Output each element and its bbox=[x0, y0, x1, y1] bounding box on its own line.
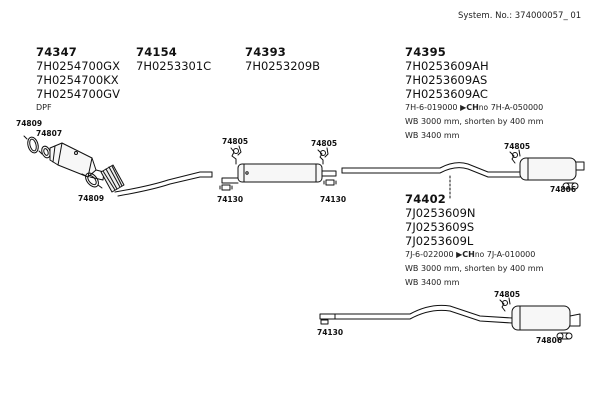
chassis-range: 7J-6-022000 ▶CHno 7J-A-010000 bbox=[405, 248, 543, 262]
callout-hanger: 74805 bbox=[504, 142, 531, 151]
callout-clamp: 74809 bbox=[78, 194, 105, 203]
part-group-74154: 74154 7H0253301C bbox=[136, 45, 211, 73]
range-from: 7H-6-019000 bbox=[405, 103, 458, 112]
chassis-range: 7H-6-019000 ▶CHno 7H-A-050000 bbox=[405, 101, 543, 115]
clamp-mid-right bbox=[323, 179, 337, 186]
clamp-left-bottom bbox=[81, 172, 103, 189]
hanger-rear-top bbox=[509, 149, 521, 164]
hanger-mid-right bbox=[317, 147, 329, 165]
clamp-left-top bbox=[23, 135, 43, 155]
range-from: 7J-6-022000 bbox=[405, 250, 454, 259]
clamp-mid-left bbox=[219, 184, 233, 191]
callout-clamp: 74809 bbox=[16, 119, 43, 128]
system-number: System. No.: 374000057_ 01 bbox=[458, 11, 582, 21]
part-code: 7J0253609S bbox=[405, 220, 475, 234]
arrow-icon: ▶ bbox=[456, 250, 463, 259]
clamp-rear-bottom bbox=[320, 319, 329, 325]
rubber-rear-top bbox=[562, 182, 579, 190]
hanger-rear-bottom bbox=[499, 297, 511, 312]
part-group-74347: 74347 7H0254700GX 7H0254700KX 7H0254700G… bbox=[36, 45, 120, 115]
range-to: 7H-A-050000 bbox=[490, 103, 544, 112]
part-code: 7H0253609AH bbox=[405, 59, 489, 73]
part-note: DPF bbox=[36, 103, 52, 112]
callout-clamp: 74130 bbox=[320, 195, 347, 204]
part-group-74402: 74402 7J0253609N 7J0253609S 7J0253609L 7… bbox=[405, 192, 543, 290]
part-code: 7H0253609AC bbox=[405, 87, 488, 101]
callout-hanger: 74805 bbox=[494, 290, 521, 299]
part-number: 74393 bbox=[245, 45, 287, 59]
part-code: 7H0254700KX bbox=[36, 73, 119, 87]
callout-rubber-mount: 74806 bbox=[550, 185, 577, 194]
callout-hanger: 74805 bbox=[311, 139, 338, 148]
part-number: 74154 bbox=[136, 45, 178, 59]
rear-silencer-74402 bbox=[511, 305, 581, 331]
part-note: WB 3400 mm bbox=[405, 278, 460, 287]
part-code: 7J0253609N bbox=[405, 206, 476, 220]
rubber-rear-bottom bbox=[556, 332, 573, 340]
part-code: 7H0253609AS bbox=[405, 73, 488, 87]
part-code: 7H0254700GV bbox=[36, 87, 120, 101]
range-to: 7J-A-010000 bbox=[486, 250, 536, 259]
flex-pipe bbox=[100, 164, 125, 193]
front-pipe bbox=[114, 171, 213, 197]
rear-silencer-74395 bbox=[519, 157, 585, 181]
dpf-catalyst bbox=[49, 142, 105, 181]
callout-hanger: 74805 bbox=[222, 137, 249, 146]
part-group-74393: 74393 7H0253209B bbox=[245, 45, 320, 73]
rear-pipe-74402 bbox=[319, 304, 513, 324]
chassis-marker: CH bbox=[466, 103, 479, 112]
part-note: WB 3000 mm, shorten by 400 mm bbox=[405, 264, 544, 273]
middle-silencer bbox=[221, 163, 337, 184]
callout-clamp: 74130 bbox=[317, 328, 344, 337]
part-number: 74395 bbox=[405, 45, 447, 59]
part-group-74395: 74395 7H0253609AH 7H0253609AS 7H0253609A… bbox=[405, 45, 543, 143]
callout-clamp: 74130 bbox=[217, 195, 244, 204]
part-note: WB 3000 mm, shorten by 400 mm bbox=[405, 117, 544, 126]
chassis-suffix: no bbox=[478, 103, 489, 112]
part-code: 7H0253301C bbox=[136, 59, 212, 73]
callout-gasket: 74807 bbox=[36, 129, 63, 138]
callout-rubber-mount: 74806 bbox=[536, 336, 563, 345]
part-number: 74347 bbox=[36, 45, 78, 59]
chassis-marker: CH bbox=[462, 250, 475, 259]
hanger-mid-left bbox=[230, 145, 242, 165]
rear-pipe-74395 bbox=[341, 162, 521, 178]
part-code: 7H0253209B bbox=[245, 59, 321, 73]
part-number: 74402 bbox=[405, 192, 447, 206]
chassis-suffix: no bbox=[474, 250, 485, 259]
part-code: 7H0254700GX bbox=[36, 59, 120, 73]
arrow-icon: ▶ bbox=[460, 103, 467, 112]
part-code: 7J0253609L bbox=[405, 234, 474, 248]
part-note: WB 3400 mm bbox=[405, 131, 460, 140]
